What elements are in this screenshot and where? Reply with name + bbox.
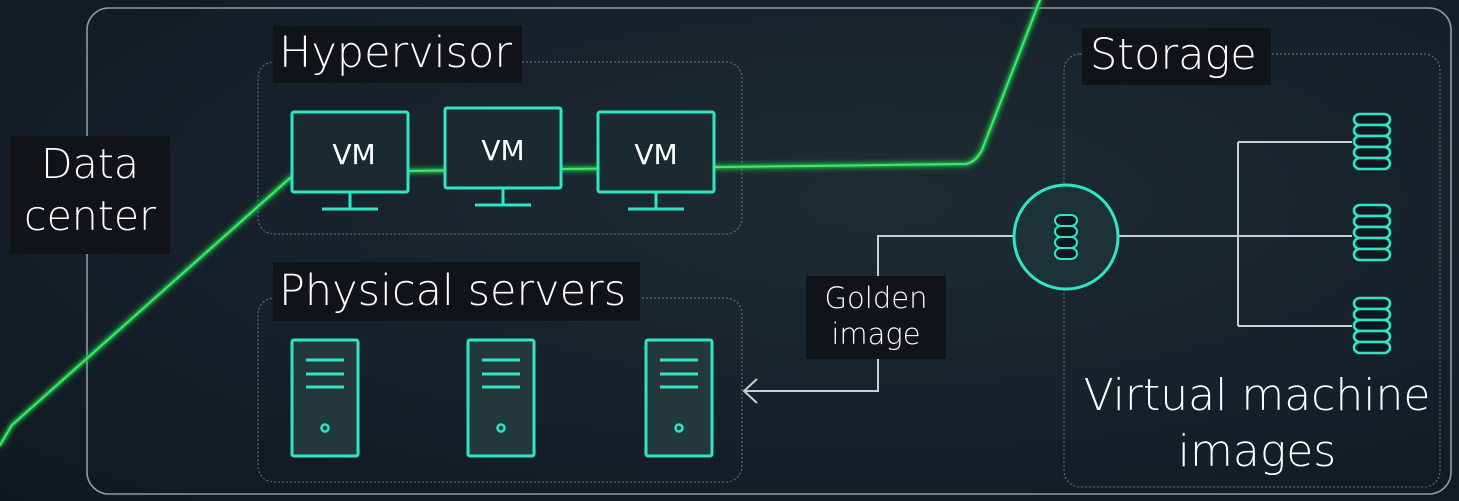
database-icon (1352, 296, 1392, 355)
vm-label: VM (332, 138, 376, 171)
vm-monitors (290, 106, 716, 211)
server-tower-icon (644, 338, 714, 458)
golden-image-label-line2: image (831, 317, 921, 351)
database-icon (1054, 214, 1078, 260)
hypervisor-label: Hypervisor (273, 26, 522, 84)
data-center-label: Data center (10, 136, 170, 254)
vm-label: VM (634, 138, 678, 171)
vm-images-label-line2: images (1177, 426, 1337, 477)
monitor-icon (443, 106, 563, 207)
data-center-label-line1: Data (41, 140, 139, 188)
database-icon (1352, 203, 1392, 262)
vm-label: VM (481, 134, 525, 167)
golden-image-connectors (742, 141, 1352, 404)
physical-server-towers (290, 338, 714, 458)
golden-image-label-line1: Golden (824, 281, 928, 315)
physical-servers-label: Physical servers (273, 262, 641, 322)
storage-label: Storage (1082, 28, 1271, 86)
monitor-icon (596, 110, 716, 211)
server-tower-icon (466, 338, 536, 458)
server-tower-icon (290, 338, 360, 458)
monitor-icon (290, 110, 410, 211)
golden-image-label: Golden image (806, 276, 946, 359)
storage-database-icons (1054, 112, 1392, 355)
vm-images-label-line1: Virtual machine (1083, 370, 1431, 421)
database-icon (1352, 112, 1392, 171)
data-center-label-line2: center (24, 192, 156, 240)
vm-images-label: Virtual machine images (1062, 368, 1452, 480)
